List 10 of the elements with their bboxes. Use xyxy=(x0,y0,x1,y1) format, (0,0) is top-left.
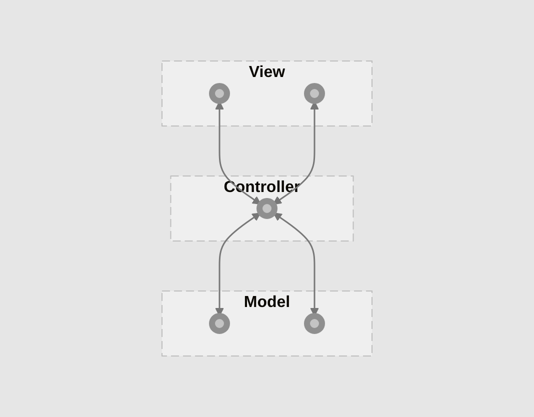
cluster: Model xyxy=(162,290,372,356)
node-circle xyxy=(256,198,278,219)
cluster: View xyxy=(162,60,372,126)
arrow xyxy=(272,101,319,205)
node-circle xyxy=(209,313,230,334)
node-circle xyxy=(304,83,325,104)
node-circle xyxy=(304,313,325,334)
arrow xyxy=(215,101,262,205)
cluster: Controller xyxy=(170,176,354,242)
node-circle xyxy=(209,83,230,104)
